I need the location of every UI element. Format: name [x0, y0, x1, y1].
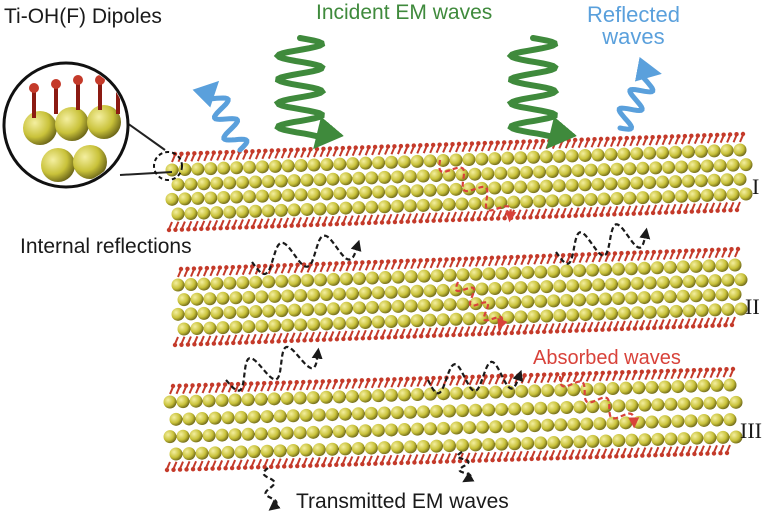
- internal-reflection-1: [251, 234, 362, 276]
- dipoles-label: Ti-OH(F) Dipoles: [4, 5, 162, 28]
- reflected-waves-label: Reflected waves: [587, 4, 680, 48]
- transmitted-wave-1: [262, 467, 281, 511]
- absorbed-wave-3: [558, 375, 640, 429]
- incident-waves-label: Incident EM waves: [316, 1, 493, 24]
- incident-wave-2: [506, 35, 577, 150]
- reflected-wave-1: [192, 80, 250, 153]
- transmitted-waves-label: Transmitted EM waves: [296, 490, 509, 513]
- internal-reflection-4: [427, 360, 524, 395]
- transmitted-wave-2: [456, 451, 475, 483]
- mxene-layer-2: [171, 246, 748, 348]
- internal-reflection-2: [555, 223, 651, 265]
- absorbed-wave-2: [454, 281, 508, 331]
- dipole-zoom-inset: [2, 61, 183, 189]
- layer-label-3: III: [740, 418, 762, 443]
- layer-label-2: II: [745, 294, 760, 319]
- internal-reflection-3: [225, 345, 323, 392]
- absorbed-wave-1: [438, 159, 517, 223]
- internal-reflections-label: Internal reflections: [20, 235, 192, 258]
- absorbed-waves-label: Absorbed waves: [533, 347, 681, 369]
- layer-label-1: I: [752, 174, 760, 199]
- reflected-wave-2: [616, 56, 662, 132]
- mxene-layer-3: [163, 366, 743, 473]
- mxene-layer-1: [165, 131, 753, 233]
- reflected-line-1: Reflected: [587, 2, 680, 27]
- zoom-region-marker: [153, 151, 183, 181]
- reflected-line-2: waves: [602, 24, 665, 49]
- incident-wave-1: [273, 35, 344, 150]
